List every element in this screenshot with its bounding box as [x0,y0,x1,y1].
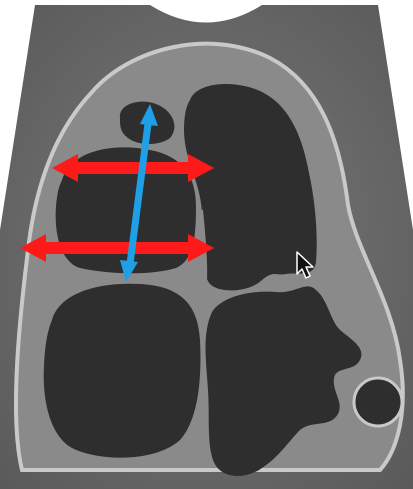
left-lower-chamber [44,284,201,458]
small-right-circle-chamber [354,378,402,426]
